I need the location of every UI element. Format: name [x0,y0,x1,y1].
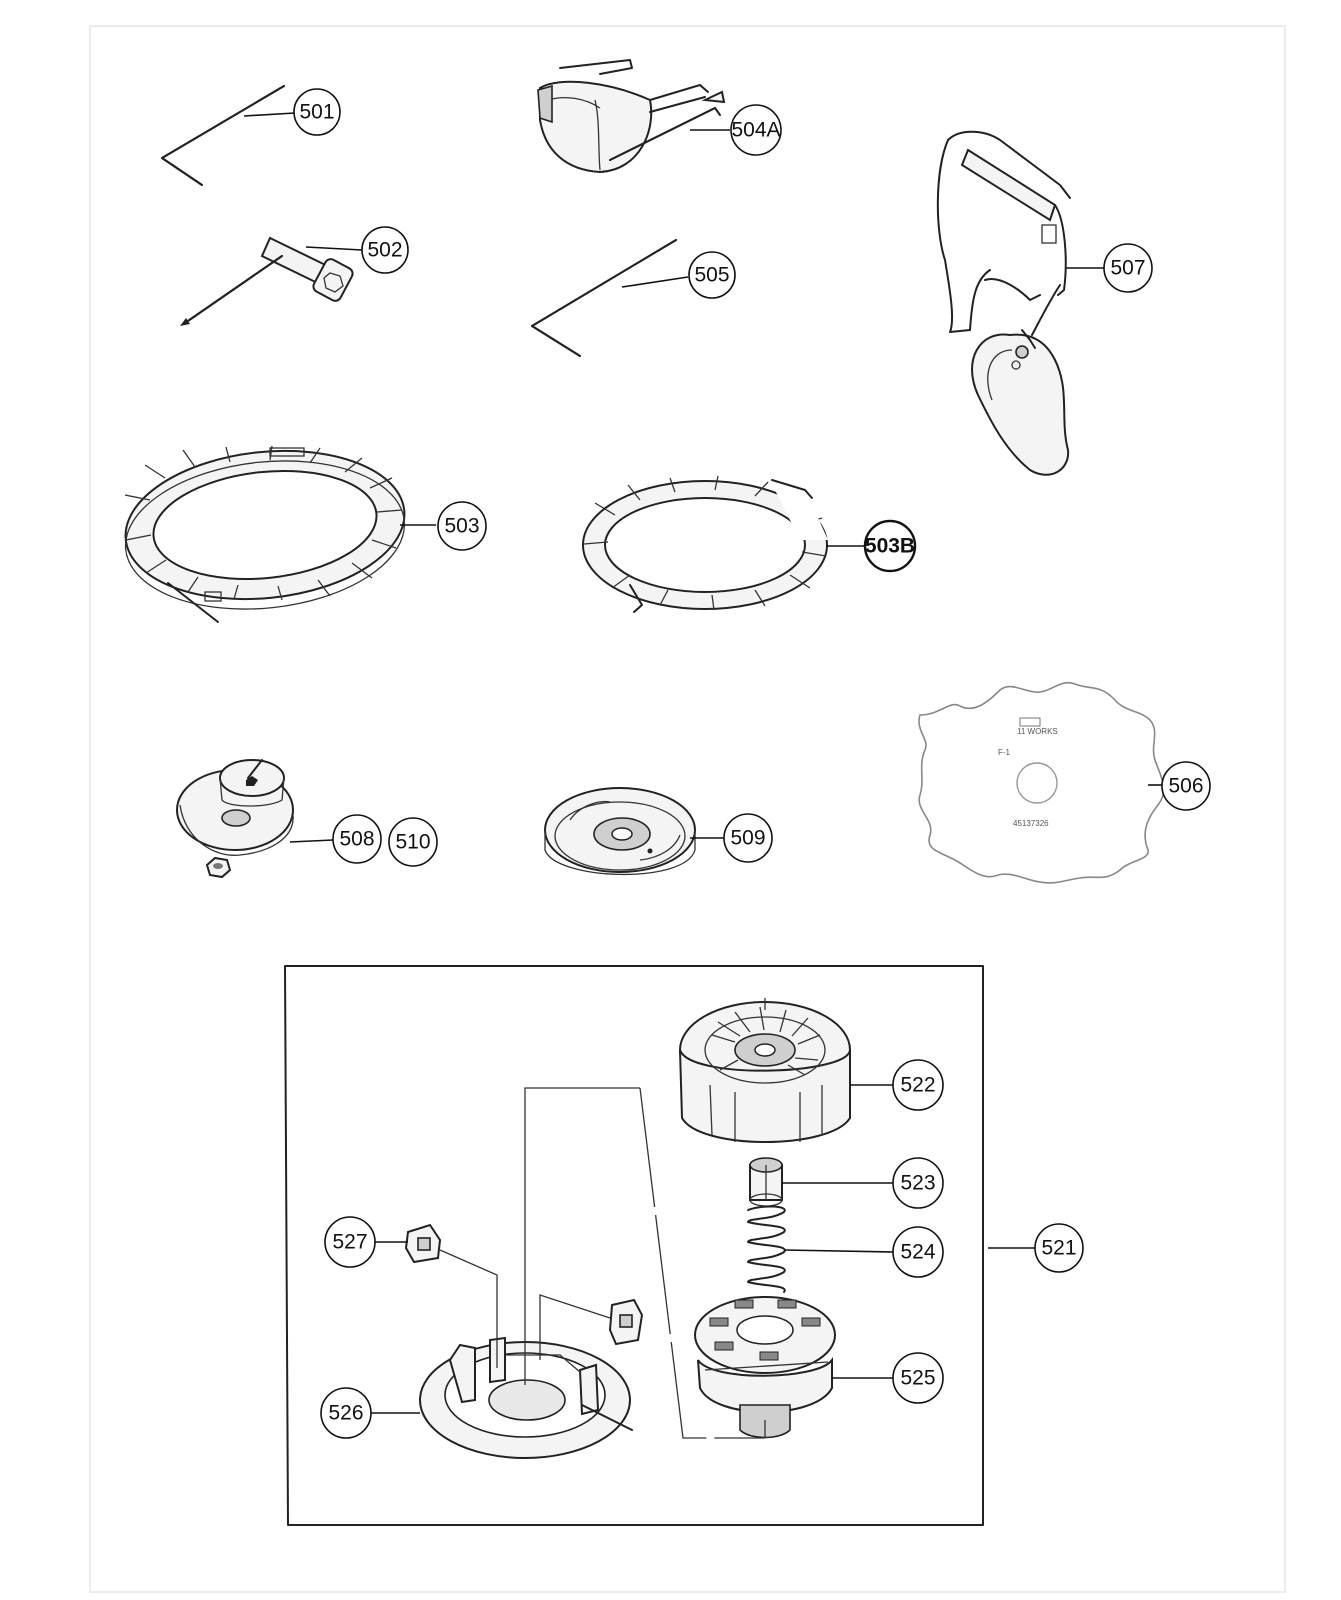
callout-501: 501 [293,88,341,136]
svg-text:502: 502 [367,239,402,262]
svg-text:506: 506 [1168,775,1203,798]
svg-text:510: 510 [395,831,430,854]
svg-text:505: 505 [694,264,729,287]
blade-marking: 45137326 [1013,819,1049,828]
callout-509: 509 [723,813,773,863]
svg-text:501: 501 [299,101,334,124]
callout-508: 508 [332,814,382,864]
svg-text:504A: 504A [731,119,780,142]
part-509-cup [544,787,696,876]
callout-524: 524 [892,1226,944,1278]
part-502-plug-wrench [180,236,354,326]
part-506-brush-blade: 11 WORKS F-1 45137326 [918,681,1165,884]
svg-text:521: 521 [1041,1237,1076,1260]
callout-521: 521 [1034,1223,1084,1273]
sheet-border [89,25,1286,1593]
callout-525: 525 [892,1352,944,1404]
part-524-spring [747,1205,786,1293]
callout-510: 510 [388,817,438,867]
callout-503: 503 [437,501,487,551]
leader-lines [243,112,1162,1414]
part-501-hex-key [161,85,285,186]
svg-text:523: 523 [900,1172,935,1195]
callout-522: 522 [892,1059,944,1111]
part-508-cup-washer [176,759,294,879]
svg-text:F-1: F-1 [998,748,1011,757]
svg-text:526: 526 [328,1402,363,1425]
svg-text:524: 524 [900,1241,935,1264]
part-505-hex-key [531,239,677,357]
part-526-base [419,1336,633,1459]
svg-text:507: 507 [1110,257,1145,280]
svg-text:522: 522 [900,1074,935,1097]
part-507-shoulder-harness [936,130,1071,476]
svg-text:503B: 503B [865,535,915,558]
explode-lines [439,1087,766,1439]
part-504a-safety-glasses [537,59,726,174]
part-522-cover [679,998,851,1143]
part-503b-ring-guard [582,475,828,613]
callout-506: 506 [1161,761,1211,811]
callout-502: 502 [361,226,409,274]
part-525-spool [694,1296,836,1439]
svg-text:509: 509 [730,827,765,850]
part-503-ring-guard [124,445,406,623]
svg-text:508: 508 [339,828,374,851]
part-527-eyelets [404,1223,644,1346]
callout-503b: 503B [863,519,917,573]
svg-text:11 WORKS: 11 WORKS [1017,727,1058,736]
callout-526: 526 [320,1387,372,1439]
callout-527: 527 [324,1216,376,1268]
callout-523: 523 [892,1157,944,1209]
callout-505: 505 [688,251,736,299]
svg-text:527: 527 [332,1231,367,1254]
svg-text:503: 503 [444,515,479,538]
callout-507: 507 [1103,243,1153,293]
part-523-nut [749,1157,783,1207]
callout-504a: 504A [730,104,782,156]
assembly-box-521 [284,965,984,1526]
svg-text:525: 525 [900,1367,935,1390]
